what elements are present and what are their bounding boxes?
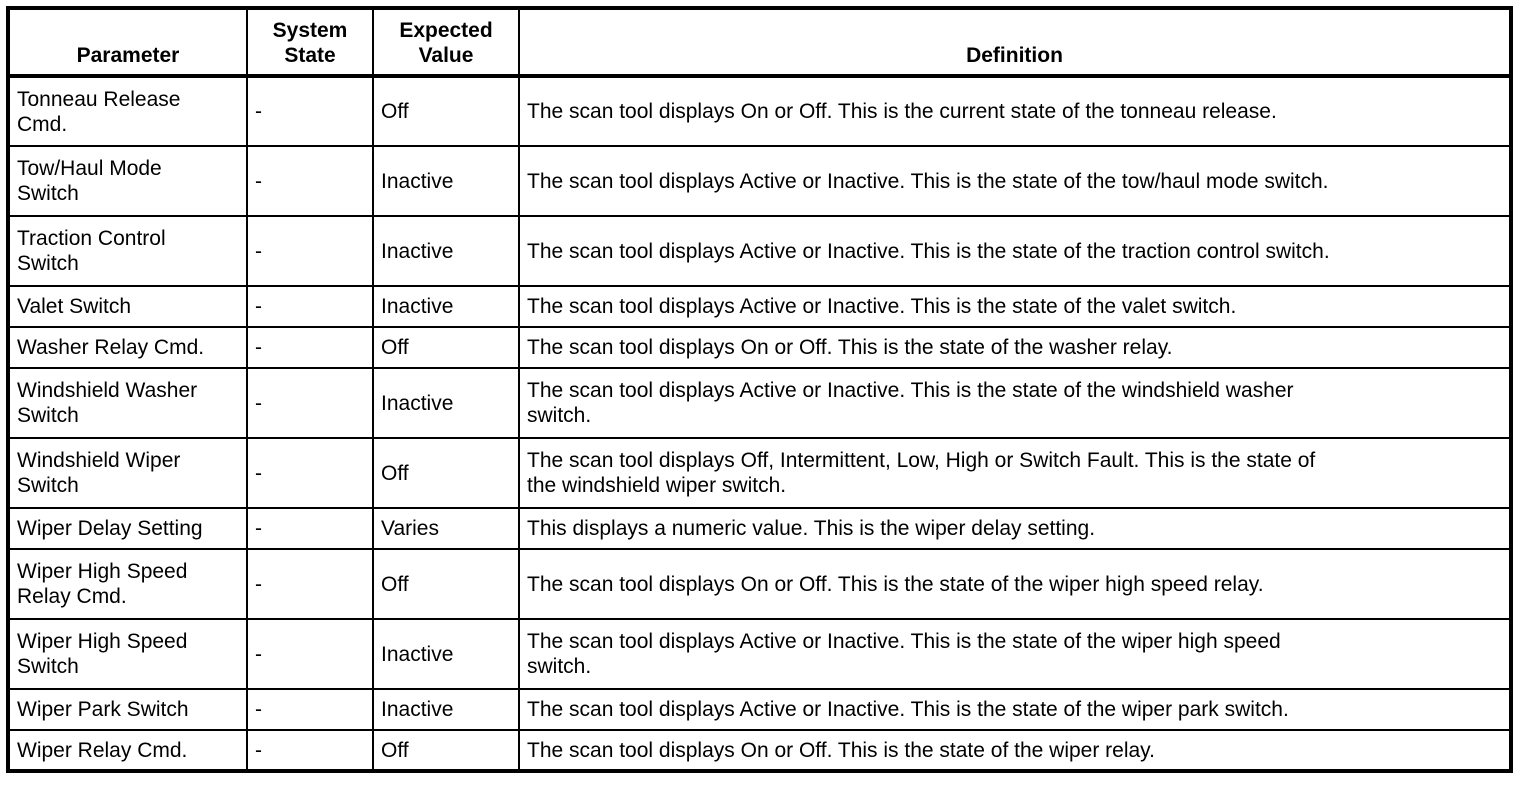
document-page: Parameter System State Expected Value De… — [6, 6, 1513, 773]
cell-definition: The scan tool displays Active or Inactiv… — [518, 145, 1512, 217]
table-header-row: Parameter System State Expected Value De… — [7, 7, 1512, 78]
table-row: Wiper Park Switch - Inactive The scan to… — [7, 688, 1512, 731]
cell-system-state: - — [246, 145, 374, 217]
cell-expected-value: Off — [372, 437, 520, 509]
table-row: Wiper Delay Setting - Varies This displa… — [7, 507, 1512, 550]
cell-expected-value: Inactive — [372, 145, 520, 217]
column-header-expected-value: Expected Value — [372, 7, 520, 78]
cell-system-state: - — [246, 367, 374, 439]
table-row: Tow/Haul Mode Switch - Inactive The scan… — [7, 145, 1512, 217]
cell-expected-value: Off — [372, 75, 520, 147]
cell-definition: The scan tool displays On or Off. This i… — [518, 75, 1512, 147]
cell-expected-value: Off — [372, 729, 520, 772]
cell-definition: The scan tool displays On or Off. This i… — [518, 548, 1512, 620]
cell-definition: The scan tool displays Active or Inactiv… — [518, 285, 1512, 328]
cell-definition: The scan tool displays Active or Inactiv… — [518, 367, 1512, 439]
cell-expected-value: Inactive — [372, 215, 520, 287]
cell-expected-value: Inactive — [372, 688, 520, 731]
table-row: Wiper High Speed Switch - Inactive The s… — [7, 618, 1512, 690]
table-row: Traction Control Switch - Inactive The s… — [7, 215, 1512, 287]
cell-system-state: - — [246, 75, 374, 147]
cell-parameter: Valet Switch — [7, 285, 248, 328]
cell-parameter: Traction Control Switch — [7, 215, 248, 287]
cell-system-state: - — [246, 215, 374, 287]
cell-expected-value: Off — [372, 326, 520, 369]
cell-definition: The scan tool displays On or Off. This i… — [518, 326, 1512, 369]
cell-system-state: - — [246, 507, 374, 550]
cell-parameter: Windshield Wiper Switch — [7, 437, 248, 509]
table-row: Tonneau Release Cmd. - Off The scan tool… — [7, 75, 1512, 147]
cell-definition: The scan tool displays Active or Inactiv… — [518, 215, 1512, 287]
table-row: Valet Switch - Inactive The scan tool di… — [7, 285, 1512, 328]
cell-system-state: - — [246, 326, 374, 369]
cell-parameter: Wiper Park Switch — [7, 688, 248, 731]
cell-parameter: Wiper High Speed Switch — [7, 618, 248, 690]
cell-system-state: - — [246, 618, 374, 690]
table-row: Windshield Washer Switch - Inactive The … — [7, 367, 1512, 439]
column-header-system-state: System State — [246, 7, 374, 78]
cell-parameter: Wiper Relay Cmd. — [7, 729, 248, 772]
cell-parameter: Wiper Delay Setting — [7, 507, 248, 550]
scan-tool-parameter-table: Parameter System State Expected Value De… — [6, 6, 1513, 773]
cell-expected-value: Varies — [372, 507, 520, 550]
cell-system-state: - — [246, 688, 374, 731]
cell-parameter: Washer Relay Cmd. — [7, 326, 248, 369]
cell-expected-value: Inactive — [372, 285, 520, 328]
column-header-parameter: Parameter — [7, 7, 248, 78]
cell-definition: The scan tool displays Active or Inactiv… — [518, 688, 1512, 731]
cell-parameter: Tonneau Release Cmd. — [7, 75, 248, 147]
cell-definition: The scan tool displays Active or Inactiv… — [518, 618, 1512, 690]
cell-parameter: Windshield Washer Switch — [7, 367, 248, 439]
cell-system-state: - — [246, 437, 374, 509]
cell-parameter: Tow/Haul Mode Switch — [7, 145, 248, 217]
cell-system-state: - — [246, 285, 374, 328]
cell-expected-value: Inactive — [372, 618, 520, 690]
cell-system-state: - — [246, 729, 374, 772]
cell-definition: The scan tool displays Off, Intermittent… — [518, 437, 1512, 509]
table-row: Wiper Relay Cmd. - Off The scan tool dis… — [7, 729, 1512, 772]
table-row: Wiper High Speed Relay Cmd. - Off The sc… — [7, 548, 1512, 620]
table-row: Windshield Wiper Switch - Off The scan t… — [7, 437, 1512, 509]
cell-system-state: - — [246, 548, 374, 620]
cell-expected-value: Inactive — [372, 367, 520, 439]
cell-definition: The scan tool displays On or Off. This i… — [518, 729, 1512, 772]
cell-expected-value: Off — [372, 548, 520, 620]
table-row: Washer Relay Cmd. - Off The scan tool di… — [7, 326, 1512, 369]
cell-parameter: Wiper High Speed Relay Cmd. — [7, 548, 248, 620]
column-header-definition: Definition — [518, 7, 1512, 78]
cell-definition: This displays a numeric value. This is t… — [518, 507, 1512, 550]
